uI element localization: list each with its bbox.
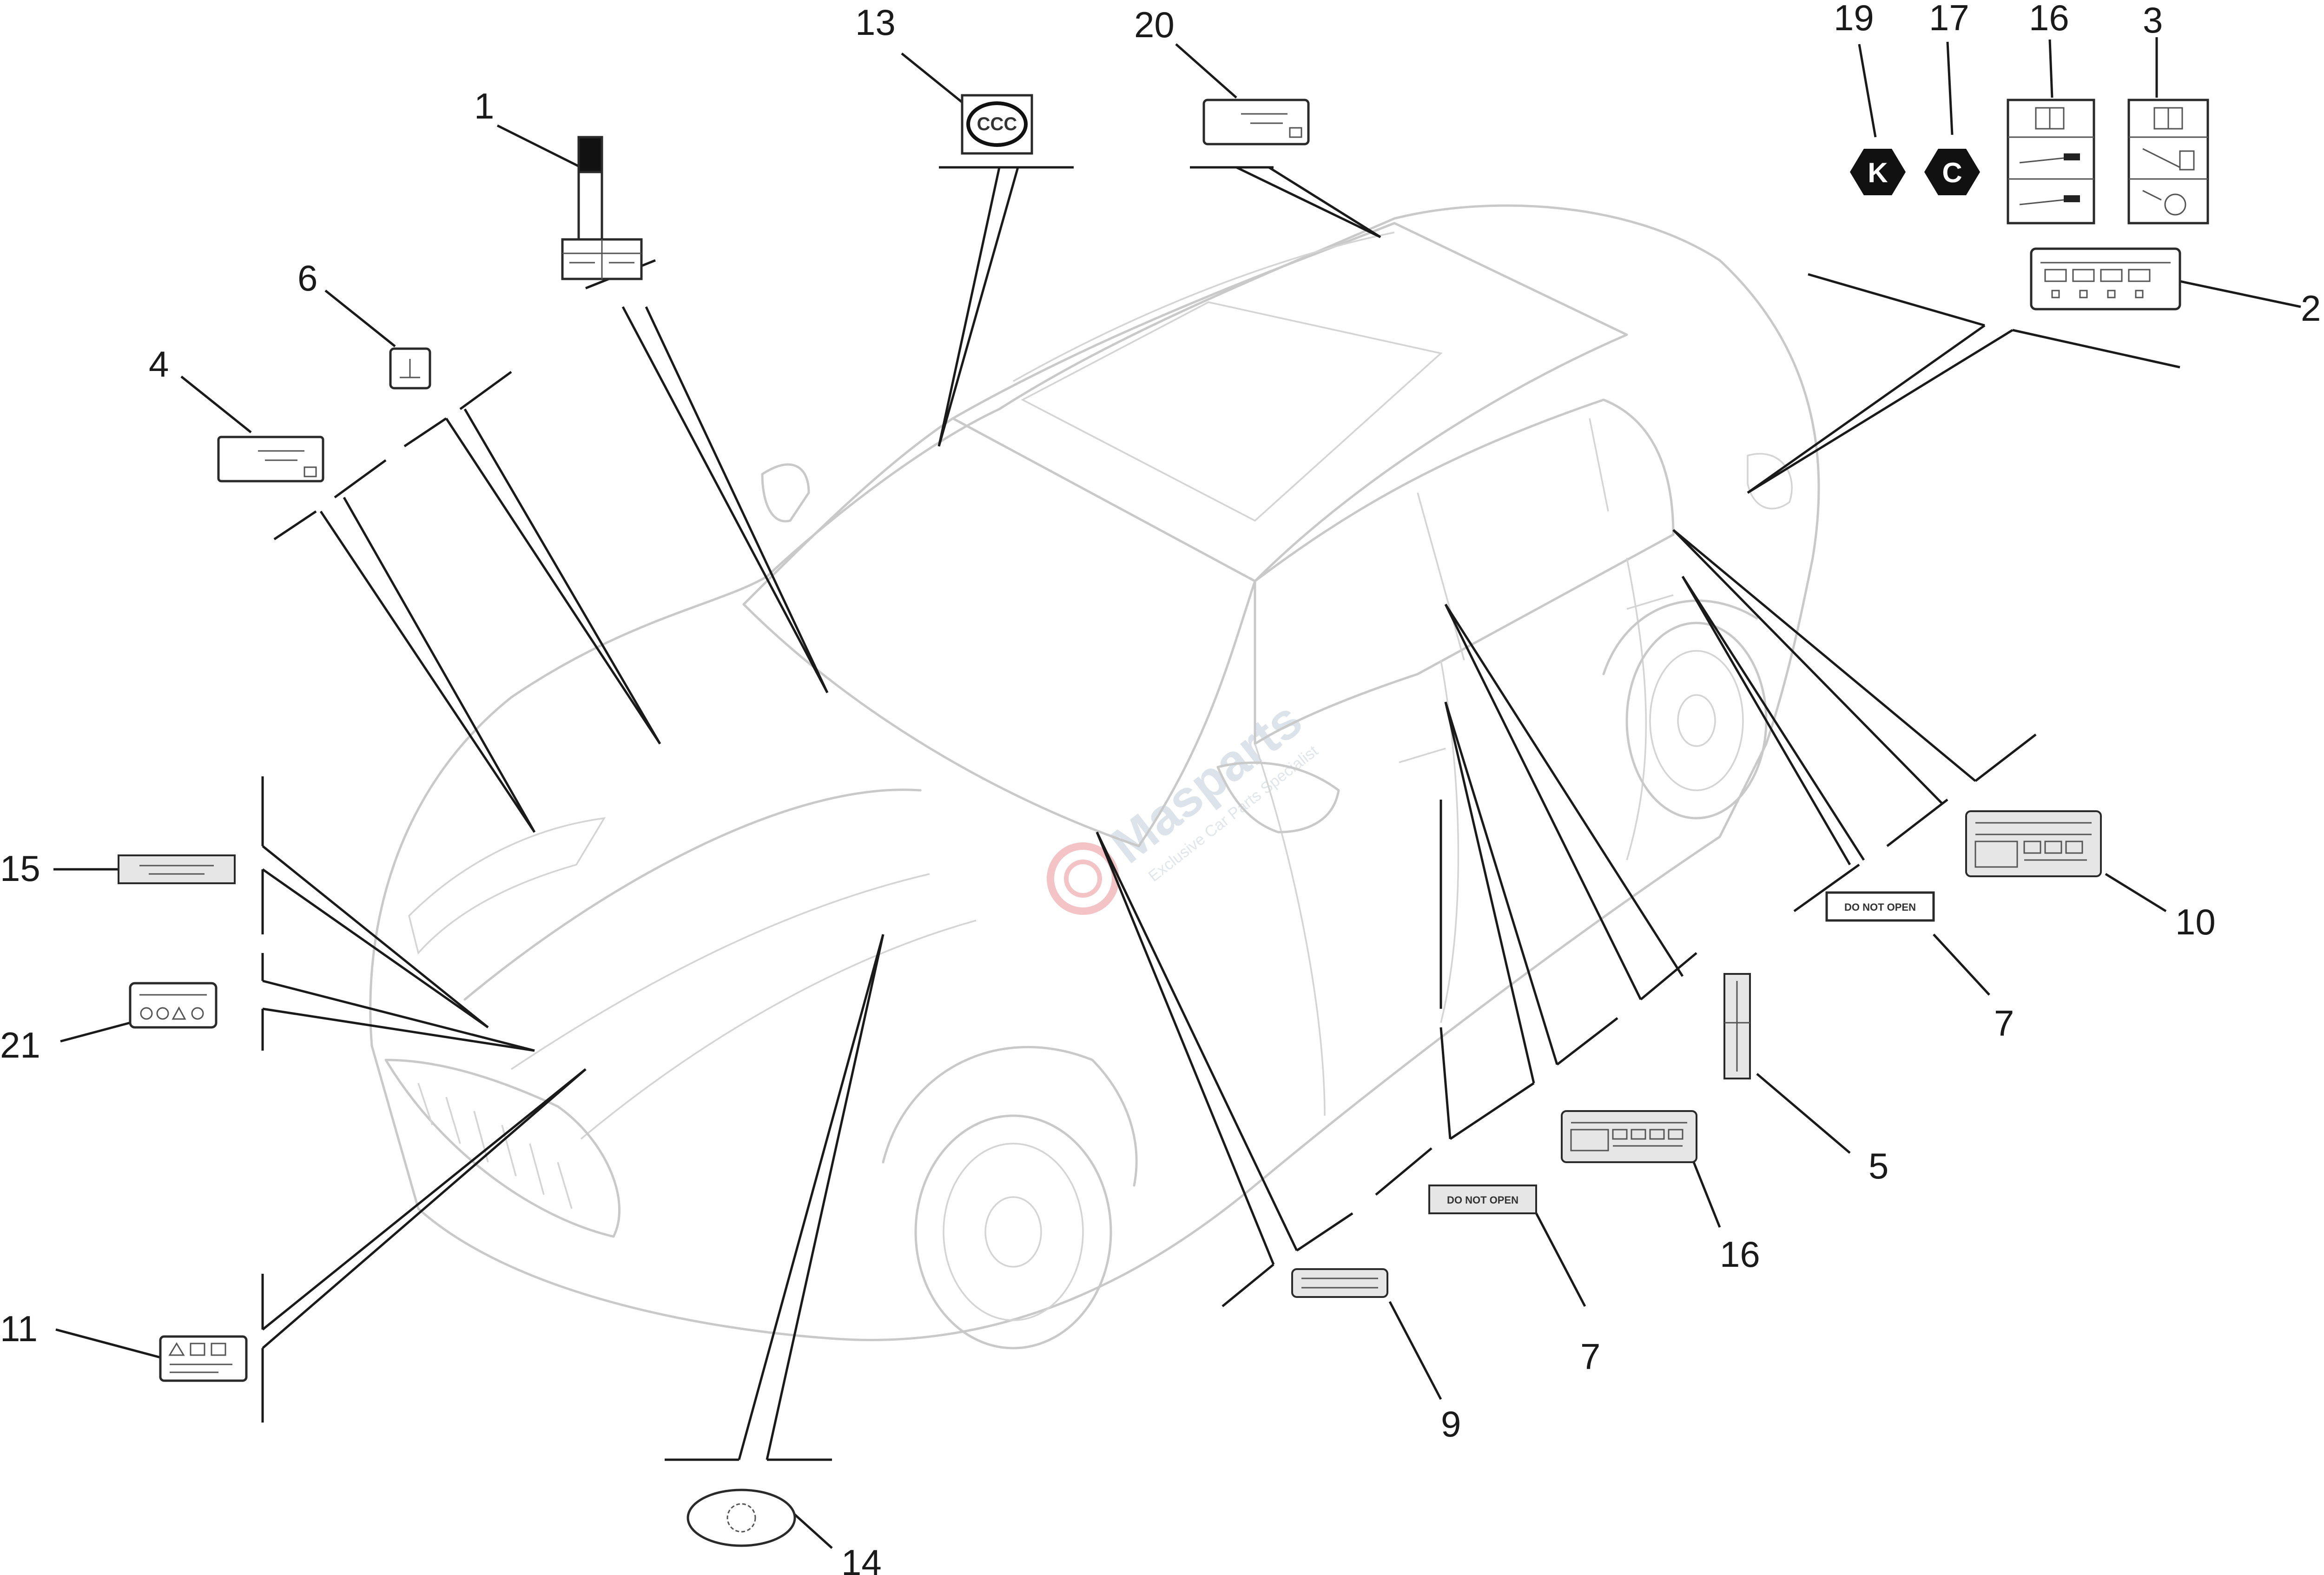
callout-1: 1	[474, 86, 494, 126]
label-19-k-badge: K	[1850, 149, 1906, 195]
badge-k-text: K	[1868, 157, 1888, 188]
label-7-sticker-upper: DO NOT OPEN	[1825, 891, 1935, 922]
callout-16-lower: 16	[1720, 1234, 1760, 1275]
label-14-round-sticker	[687, 1489, 796, 1547]
label-9-sticker	[1291, 1268, 1388, 1298]
label-4-sticker	[217, 436, 324, 483]
callout-10: 10	[2175, 901, 2216, 942]
label-10-sticker	[1965, 810, 2102, 877]
do-not-open-text-lower: DO NOT OPEN	[1447, 1194, 1519, 1206]
label-16-sticker-lower	[1561, 1110, 1697, 1163]
leader-lines	[53, 37, 2301, 1549]
callout-2: 2	[2301, 288, 2321, 329]
label-2-sticker	[2030, 247, 2181, 311]
do-not-open-text-upper: DO NOT OPEN	[1844, 901, 1916, 913]
callout-7-lower: 7	[1580, 1336, 1600, 1377]
label-13-ccc-mark: CCC	[961, 94, 1033, 155]
label-1-sticker	[561, 136, 643, 280]
car-outline	[369, 204, 1820, 1350]
callout-20: 20	[1134, 4, 1175, 45]
callout-6: 6	[297, 258, 317, 298]
callout-5: 5	[1868, 1145, 1888, 1186]
watermark: Masparts Exclusive Car Parts Specialist	[1047, 691, 1321, 915]
ccc-mark-text: CCC	[977, 114, 1017, 134]
label-20-sticker	[1202, 99, 1310, 146]
callout-17: 17	[1929, 0, 1969, 38]
label-7-sticker-lower: DO NOT OPEN	[1428, 1185, 1537, 1214]
callout-19: 19	[1834, 0, 1874, 38]
callout-14: 14	[841, 1542, 882, 1575]
label-21-sticker	[129, 982, 218, 1029]
callout-16-top: 16	[2029, 0, 2069, 38]
label-16-panel-top	[2007, 99, 2095, 225]
label-11-sticker	[159, 1335, 248, 1382]
callout-9: 9	[1441, 1403, 1461, 1444]
callout-4: 4	[149, 344, 169, 384]
label-6-sticker	[389, 347, 431, 390]
callout-3: 3	[2143, 0, 2163, 40]
label-3-panel	[2127, 99, 2209, 225]
callout-21: 21	[0, 1025, 40, 1065]
callout-7-upper: 7	[1994, 1003, 2014, 1044]
label-15-sticker	[118, 854, 236, 884]
callout-13: 13	[855, 2, 896, 43]
label-17-c-badge: C	[1924, 149, 1980, 195]
callout-11: 11	[0, 1308, 38, 1349]
badge-c-text: C	[1942, 157, 1962, 188]
label-5-sticker	[1723, 973, 1751, 1079]
callout-15: 15	[0, 848, 40, 889]
